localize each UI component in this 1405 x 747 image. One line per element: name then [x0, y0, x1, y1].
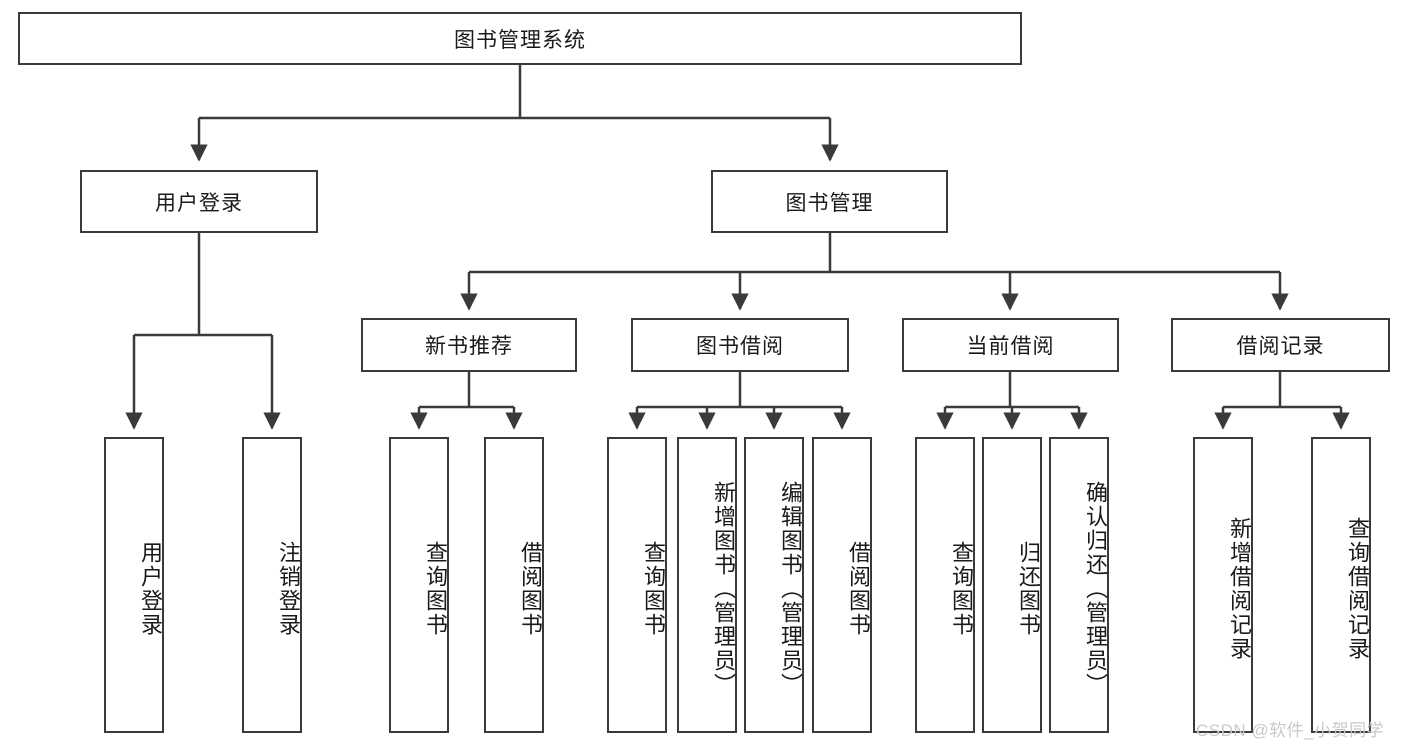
node-label: 编辑图书（管理员）	[778, 481, 803, 697]
leaf-return-book[interactable]: 归还图书	[982, 437, 1042, 733]
node-label: 图书借阅	[696, 335, 784, 358]
leaf-add-book-admin[interactable]: 新增图书（管理员）	[677, 437, 737, 733]
node-label: 新书推荐	[425, 335, 513, 358]
leaf-query-book-borrow[interactable]: 查询图书	[607, 437, 667, 733]
leaf-user-login[interactable]: 用户登录	[104, 437, 164, 733]
node-root[interactable]: 图书管理系统	[18, 12, 1022, 65]
node-label: 归还图书	[1016, 541, 1041, 637]
node-label: 用户登录	[155, 191, 243, 215]
node-label: 新增图书（管理员）	[711, 481, 736, 697]
node-label: 当前借阅	[966, 335, 1055, 358]
leaf-borrow-book-recommend[interactable]: 借阅图书	[484, 437, 544, 733]
node-book-borrow[interactable]: 图书借阅	[631, 318, 849, 372]
leaf-borrow-book[interactable]: 借阅图书	[812, 437, 872, 733]
node-label: 借阅记录	[1236, 335, 1325, 358]
leaf-confirm-return-admin[interactable]: 确认归还（管理员）	[1049, 437, 1109, 733]
node-label: 查询图书	[949, 541, 974, 637]
leaf-query-book-recommend[interactable]: 查询图书	[389, 437, 449, 733]
node-label: 注销登录	[276, 541, 301, 637]
node-label: 查询图书	[641, 541, 666, 637]
leaf-add-borrow-record[interactable]: 新增借阅记录	[1193, 437, 1253, 733]
node-user-login[interactable]: 用户登录	[80, 170, 318, 233]
leaf-edit-book-admin[interactable]: 编辑图书（管理员）	[744, 437, 804, 733]
leaf-query-borrow-record[interactable]: 查询借阅记录	[1311, 437, 1371, 733]
node-borrow-record[interactable]: 借阅记录	[1171, 318, 1390, 372]
node-new-book-recommend[interactable]: 新书推荐	[361, 318, 577, 372]
leaf-query-book-current[interactable]: 查询图书	[915, 437, 975, 733]
leaf-logout[interactable]: 注销登录	[242, 437, 302, 733]
node-label: 图书管理	[785, 191, 874, 215]
node-label: 查询借阅记录	[1345, 517, 1370, 661]
node-label: 图书管理系统	[454, 28, 586, 52]
node-label: 借阅图书	[518, 541, 543, 637]
node-label: 新增借阅记录	[1227, 517, 1252, 661]
node-current-borrow[interactable]: 当前借阅	[902, 318, 1119, 372]
csdn-watermark: CSDN @软件_小贺同学	[1196, 721, 1385, 740]
node-label: 查询图书	[423, 541, 448, 637]
node-label: 借阅图书	[846, 541, 871, 637]
node-book-management[interactable]: 图书管理	[711, 170, 948, 233]
node-label: 确认归还（管理员）	[1083, 481, 1108, 697]
node-label: 用户登录	[138, 541, 163, 637]
